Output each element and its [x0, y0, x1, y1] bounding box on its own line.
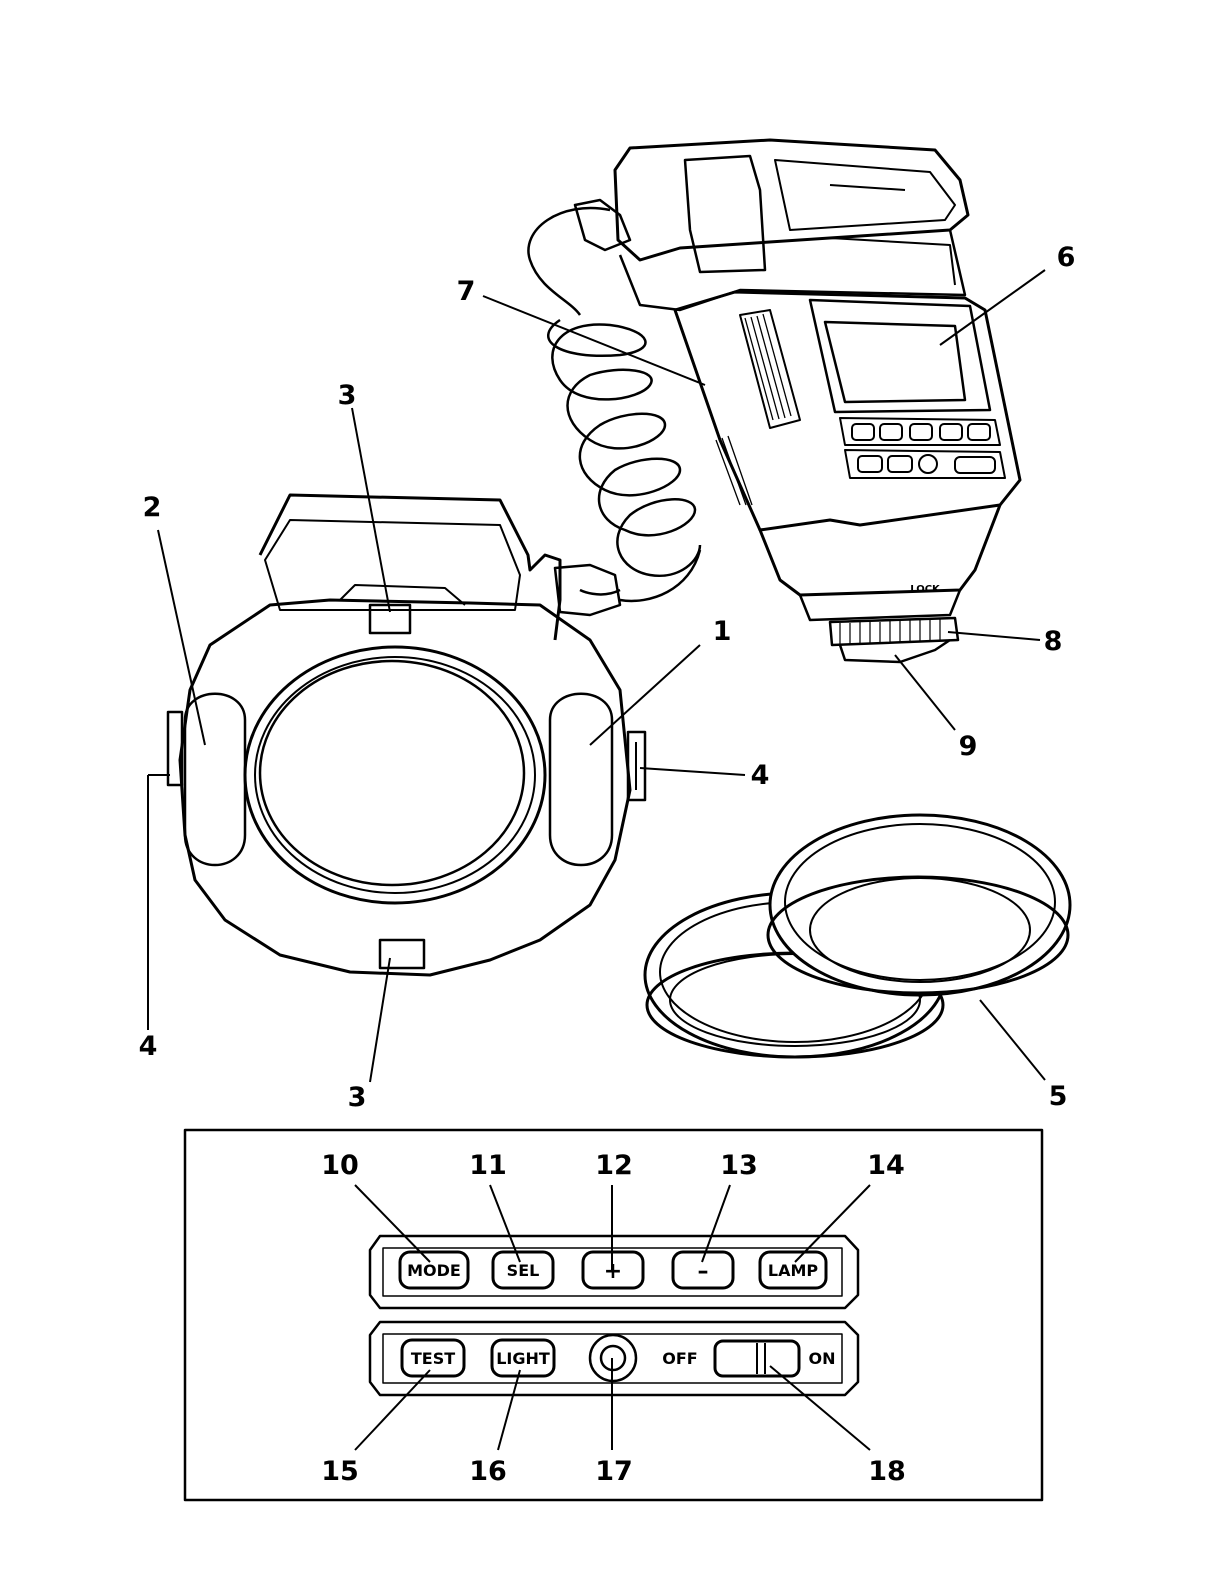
- callout-7: 7: [457, 276, 476, 307]
- callout-18: 18: [868, 1456, 906, 1487]
- on-label: ON: [809, 1349, 836, 1368]
- callout-11: 11: [469, 1150, 507, 1181]
- callout-16: 16: [469, 1456, 507, 1487]
- test-button-label: TEST: [411, 1349, 455, 1368]
- light-button-label: LIGHT: [496, 1349, 550, 1368]
- minus-button-label: –: [698, 1259, 709, 1284]
- mode-button-label: MODE: [407, 1261, 461, 1280]
- callout-5: 5: [1049, 1081, 1068, 1112]
- lamp-button-label: LAMP: [768, 1261, 819, 1280]
- callout-15: 15: [321, 1456, 359, 1487]
- sel-button-label: SEL: [507, 1261, 540, 1280]
- callout-14: 14: [867, 1150, 905, 1181]
- callout-13: 13: [720, 1150, 758, 1181]
- callout-9: 9: [959, 731, 978, 762]
- callout-17: 17: [595, 1456, 633, 1487]
- plus-button-label: +: [604, 1259, 622, 1284]
- callout-4-left: 4: [139, 1031, 158, 1062]
- off-label: OFF: [662, 1349, 697, 1368]
- callout-10: 10: [321, 1150, 359, 1181]
- lock-label: LOCK: [910, 584, 941, 595]
- callout-8: 8: [1044, 626, 1063, 657]
- callout-1: 1: [713, 616, 732, 647]
- callout-12: 12: [595, 1150, 633, 1181]
- flash-control-unit: [615, 140, 1020, 662]
- panel-detail-box: [185, 1130, 1042, 1500]
- callout-2: 2: [143, 492, 162, 523]
- adapter-rings: [645, 815, 1070, 1057]
- callout-3-bottom: 3: [348, 1082, 367, 1113]
- callout-4-right: 4: [751, 760, 770, 791]
- callout-3-top: 3: [338, 380, 357, 411]
- coiled-cord: [528, 200, 700, 615]
- callout-6: 6: [1057, 242, 1076, 273]
- panel-leader-lines: [355, 1185, 870, 1450]
